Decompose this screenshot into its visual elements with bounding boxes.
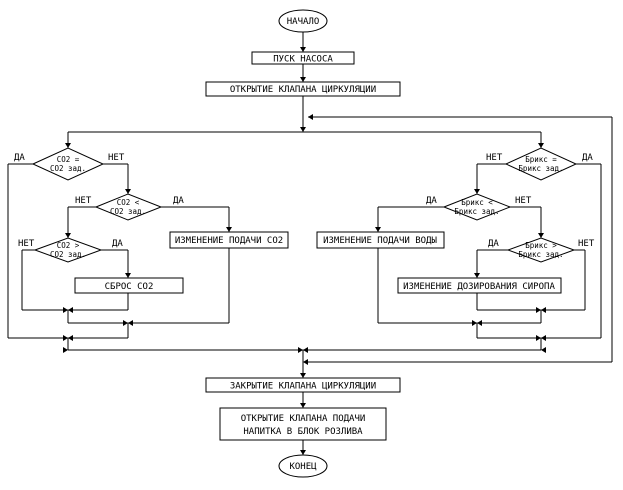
open-circ-valve-box: ОТКРЫТИЕ КЛАПАНА ЦИРКУЛЯЦИИ bbox=[205, 81, 401, 97]
close-circ-valve-box: ЗАКРЫТИЕ КЛАПАНА ЦИРКУЛЯЦИИ bbox=[205, 377, 401, 393]
co2-eq-line2: CO2 зад. bbox=[50, 164, 86, 173]
open-circ-valve-label: ОТКРЫТИЕ КЛАПАНА ЦИРКУЛЯЦИИ bbox=[230, 85, 376, 95]
open-feed-valve-line1: ОТКРЫТИЕ КЛАПАНА ПОДАЧИ bbox=[241, 414, 366, 424]
co2-lt-line2: CO2 зад. bbox=[110, 207, 146, 216]
co2-lt-line1: CO2 < bbox=[117, 198, 140, 207]
arrowheads bbox=[63, 47, 546, 455]
decision-co2-gt: CO2 > CO2 зад. bbox=[33, 237, 103, 263]
decision-brix-eq: Брикс = Брикс зад. bbox=[504, 147, 578, 181]
decision-brix-lt: Брикс < Брикс зад. bbox=[442, 193, 512, 221]
co2-change-label: ИЗМЕНЕНИЕ ПОДАЧИ CO2 bbox=[175, 236, 283, 246]
open-feed-valve-box: ОТКРЫТИЕ КЛАПАНА ПОДАЧИ НАПИТКА В БЛОК Р… bbox=[219, 407, 387, 441]
open-feed-valve-line2: НАПИТКА В БЛОК РОЗЛИВА bbox=[243, 427, 363, 437]
co2-gt-yes-label: ДА bbox=[112, 239, 123, 249]
co2-gt-no-label: НЕТ bbox=[18, 239, 35, 249]
co2-lt-no-label: НЕТ bbox=[75, 196, 92, 206]
pump-start-box: ПУСК НАСОСА bbox=[251, 51, 355, 65]
brix-lt-no-label: НЕТ bbox=[515, 196, 532, 206]
brix-eq-line2: Брикс зад. bbox=[518, 164, 563, 173]
brix-lt-yes-label: ДА bbox=[426, 196, 437, 206]
brix-lt-line2: Брикс зад. bbox=[454, 207, 499, 216]
brix-eq-yes-label: ДА bbox=[582, 153, 593, 163]
start-terminator: НАЧАЛО bbox=[278, 9, 328, 33]
start-label: НАЧАЛО bbox=[287, 17, 320, 27]
water-change-label: ИЗМЕНЕНИЕ ПОДАЧИ ВОДЫ bbox=[323, 236, 437, 246]
decision-co2-lt: CO2 < CO2 зад. bbox=[94, 193, 163, 221]
co2-lt-yes-label: ДА bbox=[173, 196, 184, 206]
end-terminator: КОНЕЦ bbox=[278, 454, 328, 478]
brix-eq-no-label: НЕТ bbox=[486, 153, 503, 163]
decision-co2-eq: CO2 = CO2 зад. bbox=[31, 147, 105, 181]
brix-eq-line1: Брикс = bbox=[525, 155, 557, 164]
co2-eq-line1: CO2 = bbox=[57, 155, 80, 164]
brix-gt-yes-label: ДА bbox=[488, 239, 499, 249]
brix-gt-no-label: НЕТ bbox=[578, 239, 595, 249]
decision-brix-gt: Брикс > Брикс зад. bbox=[506, 237, 576, 263]
co2-change-box: ИЗМЕНЕНИЕ ПОДАЧИ CO2 bbox=[169, 231, 289, 249]
water-change-box: ИЗМЕНЕНИЕ ПОДАЧИ ВОДЫ bbox=[316, 231, 445, 249]
end-label: КОНЕЦ bbox=[289, 462, 317, 472]
co2-eq-yes-label: ДА bbox=[14, 153, 25, 163]
brix-gt-line2: Брикс зад. bbox=[518, 250, 563, 259]
pump-start-label: ПУСК НАСОСА bbox=[273, 55, 333, 65]
co2-reset-box: СБРОС CO2 bbox=[74, 277, 184, 294]
close-circ-valve-label: ЗАКРЫТИЕ КЛАПАНА ЦИРКУЛЯЦИИ bbox=[230, 382, 376, 392]
co2-eq-no-label: НЕТ bbox=[108, 153, 125, 163]
syrup-change-box: ИЗМЕНЕНИЕ ДОЗИРОВАНИЯ СИРОПА bbox=[397, 277, 562, 294]
co2-gt-line1: CO2 > bbox=[57, 241, 80, 250]
co2-reset-label: СБРОС CO2 bbox=[105, 282, 154, 292]
brix-gt-line1: Брикс > bbox=[525, 241, 557, 250]
syrup-change-label: ИЗМЕНЕНИЕ ДОЗИРОВАНИЯ СИРОПА bbox=[403, 282, 555, 292]
brix-lt-line1: Брикс < bbox=[461, 198, 493, 207]
co2-gt-line2: CO2 зад. bbox=[50, 250, 86, 259]
